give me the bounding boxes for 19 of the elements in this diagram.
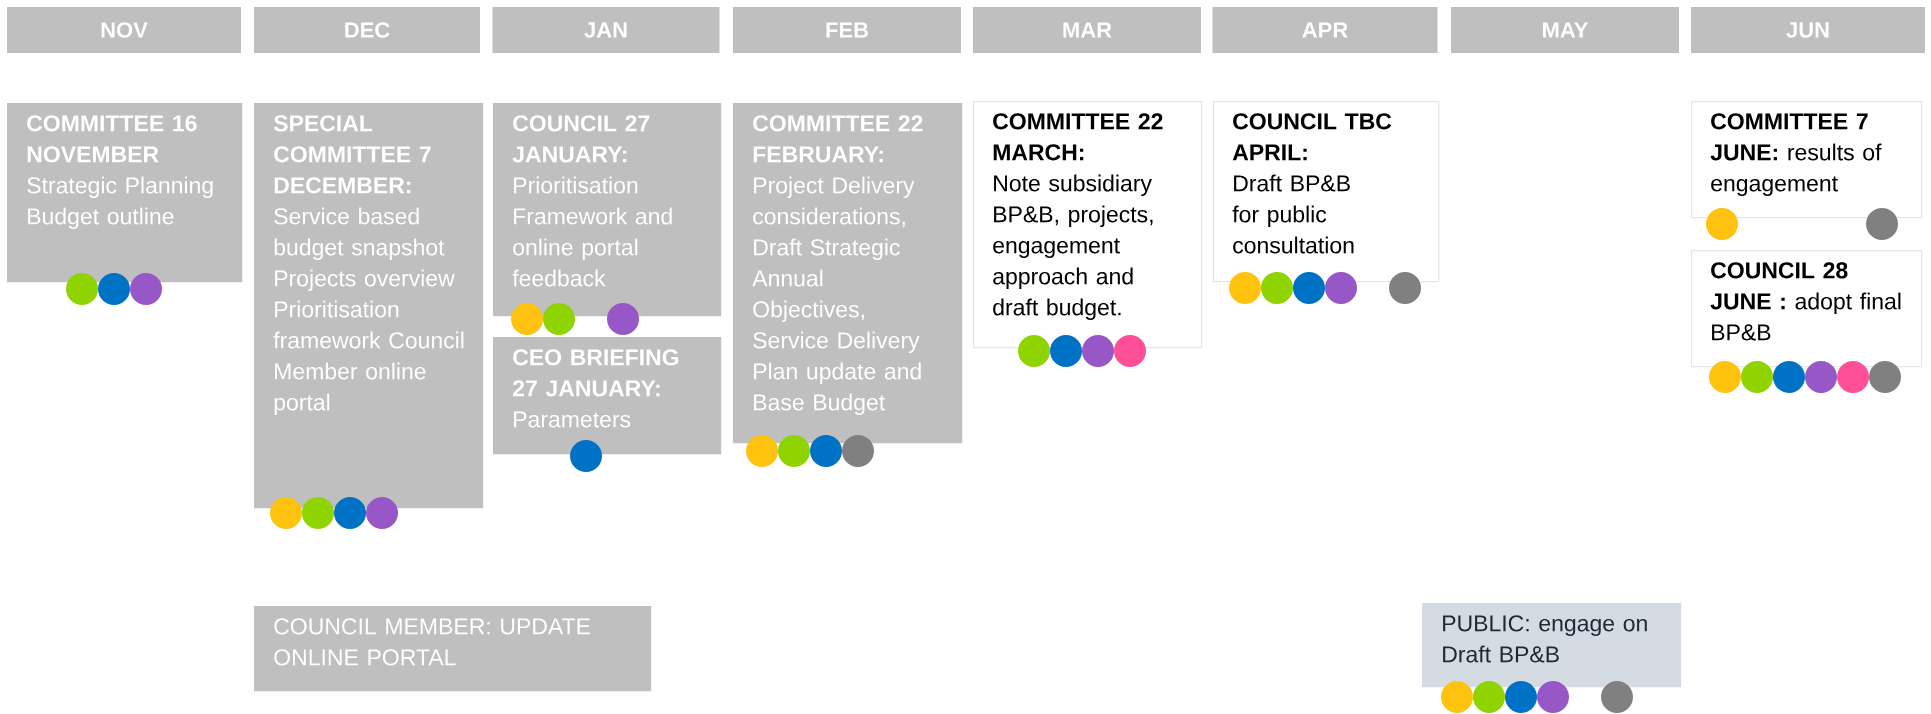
event-box: SPECIAL COMMITTEE 7 DECEMBER: Service based budget snapshot Projects overview Prioritisation framework Council Member online portal — [254, 103, 484, 509]
event-box: CEO BRIEFING 27 JANUARY: Parameters — [493, 337, 722, 455]
event-box: PUBLIC: engage on Draft BP&B — [1422, 603, 1682, 688]
event-box: COMMITTEE 7 JUNE: results of engagement — [1691, 101, 1923, 219]
month-header: APR — [1212, 7, 1438, 53]
month-header: NOV — [7, 7, 241, 53]
event-box: COMMITTEE 16 NOVEMBER Strategic Planning Budget outline — [7, 103, 243, 283]
month-header: JAN — [492, 7, 720, 53]
month-header: DEC — [254, 7, 480, 53]
month-header: MAR — [973, 7, 1201, 53]
event-box: COMMITTEE 22 FEBRUARY: Project Delivery considerations, Draft Strategic Annual Objectives, Service Delivery Plan update and Base Budget — [733, 103, 963, 444]
event-box: COUNCIL 27 JANUARY: Prioritisation Framework and online portal feedback — [493, 103, 722, 317]
month-header: FEB — [733, 7, 961, 53]
month-header: JUN — [1691, 7, 1925, 53]
event-box: COUNCIL MEMBER: UPDATE ONLINE PORTAL — [254, 606, 652, 692]
event-box: COUNCIL TBC APRIL: Draft BP&B for public consultation — [1213, 101, 1440, 283]
event-box: COMMITTEE 22 MARCH: Note subsidiary BP&B, projects, engagement approach and draft budget. — [973, 101, 1203, 349]
month-header: MAY — [1451, 7, 1679, 53]
event-box: COUNCIL 28 JUNE : adopt final BP&B — [1691, 250, 1923, 368]
